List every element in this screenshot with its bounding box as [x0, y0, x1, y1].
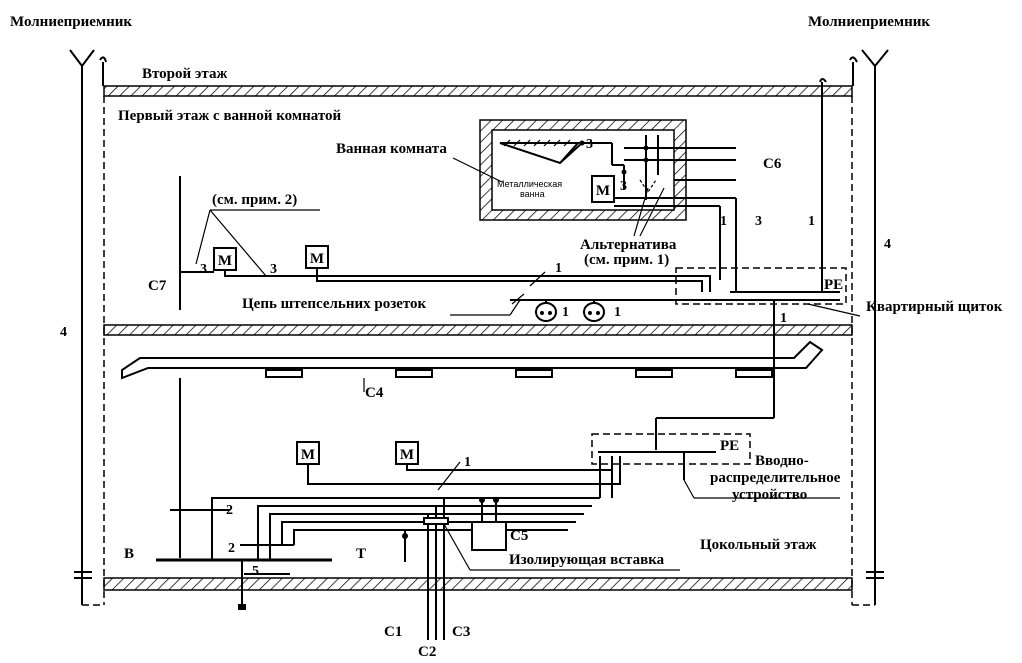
num-1-down: 1	[780, 311, 787, 326]
num-4-right: 4	[884, 237, 891, 252]
label-b: В	[124, 546, 134, 562]
label-alternative-2: (см. прим. 1)	[584, 252, 669, 268]
label-c1: С1	[384, 624, 402, 640]
motor-1st-b: М	[305, 245, 329, 269]
label-lightning-right: Молниеприемник	[808, 14, 930, 30]
c7-riser	[179, 176, 214, 310]
label-t: Т	[356, 546, 366, 562]
lightning-rod-left	[69, 49, 107, 605]
num-3-bath: 3	[586, 137, 593, 152]
apartment-panel-leader	[807, 303, 861, 317]
num-1-basement: 1	[464, 455, 471, 470]
label-note2: (см. прим. 2)	[212, 192, 297, 208]
motor-basement-b: М	[395, 441, 419, 465]
label-basement: Цокольный этаж	[700, 537, 817, 553]
num-1-riser: 1	[808, 214, 815, 229]
label-c5: С5	[510, 528, 528, 544]
apartment-panel-box	[675, 267, 847, 305]
label-insulating-insert: Изолирующая вставка	[509, 552, 665, 568]
metal-bath	[499, 139, 600, 165]
cable-tray-c4	[121, 340, 824, 380]
svg-text:М: М	[310, 251, 324, 267]
first-floor-slab	[103, 324, 853, 336]
num-1-socket-a: 1	[562, 305, 569, 320]
second-floor-slab	[103, 85, 853, 97]
svg-text:М: М	[400, 447, 414, 463]
first-floor-conductors	[224, 78, 840, 450]
bathroom-wiring	[584, 135, 737, 292]
svg-text:М: М	[218, 253, 232, 269]
label-pe-bottom: PE	[720, 438, 739, 454]
label-c4: С4	[365, 385, 384, 401]
label-apartment-panel: Квартирный щиток	[866, 299, 1003, 315]
num-2-upper: 2	[226, 503, 233, 518]
num-2-lower: 2	[228, 541, 235, 556]
label-socket-circuit: Цепь штепсельних розеток	[242, 296, 427, 312]
label-input-device-3: устройство	[732, 487, 807, 503]
num-1-bath-a: 1	[720, 214, 727, 229]
svg-text:М: М	[301, 447, 315, 463]
basement-floor-slab	[103, 577, 853, 591]
num-3-motor: 3	[270, 262, 277, 277]
label-first-floor: Первый этаж с ванной комнатой	[118, 108, 342, 124]
label-input-device-2: распределительное	[710, 470, 841, 486]
num-4-left: 4	[60, 325, 67, 340]
main-earthing-conductors	[170, 497, 680, 640]
label-c3: С3	[452, 624, 470, 640]
num-1-socket-b: 1	[614, 305, 621, 320]
label-metal-bath-2: ванна	[520, 189, 545, 199]
label-input-device-1: Вводно-	[755, 453, 809, 469]
input-device-box	[591, 433, 751, 465]
label-c7: С7	[148, 278, 167, 294]
bathroom-motor: М	[591, 175, 615, 203]
earthing-bar-b	[156, 558, 332, 610]
c5-box	[471, 497, 507, 551]
label-lightning-left: Молниеприемник	[10, 14, 132, 30]
label-bathroom: Ванная комната	[336, 141, 447, 157]
svg-text:М: М	[596, 183, 610, 199]
num-5: 5	[252, 564, 259, 579]
lightning-rod-right	[849, 49, 889, 605]
label-alternative-1: Альтернатива	[580, 237, 677, 253]
label-metal-bath-1: Металлическая	[497, 179, 562, 189]
num-3-c7: 3	[200, 262, 207, 277]
num-3-bath-motor: 3	[620, 179, 627, 194]
num-1-sockets: 1	[555, 261, 562, 276]
socket-1	[535, 300, 557, 322]
motor-basement-a: М	[296, 441, 320, 465]
socket-2	[583, 300, 605, 322]
label-second-floor: Второй этаж	[142, 66, 227, 82]
leader-lines	[195, 157, 665, 316]
basement-conductors	[307, 451, 840, 499]
label-c6: С6	[763, 156, 782, 172]
label-pe-top: PE	[824, 277, 843, 293]
motor-1st-a: М	[213, 247, 237, 271]
num-3-bath-b: 3	[755, 214, 762, 229]
label-c2: С2	[418, 644, 436, 660]
